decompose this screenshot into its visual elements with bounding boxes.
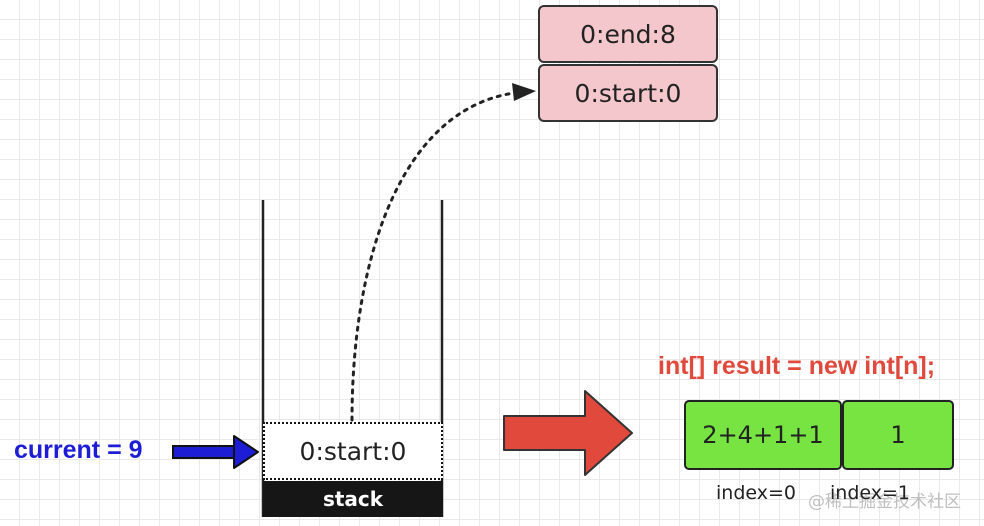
dotted-curve-arrow — [350, 91, 516, 422]
stack-label: stack — [263, 481, 443, 517]
log-end-entry: 0:end:8 — [538, 5, 718, 63]
stack-top-entry: 0:start:0 — [263, 422, 443, 480]
result-index-0: index=0 — [716, 482, 796, 504]
result-cell-1: 1 — [842, 400, 954, 470]
transform-arrow — [503, 390, 633, 476]
log-start-entry: 0:start:0 — [538, 64, 718, 122]
current-arrow — [172, 435, 259, 469]
dotted-arrow-head — [512, 83, 536, 101]
watermark: @稀土掘金技术社区 — [808, 492, 961, 512]
current-label: current = 9 — [14, 436, 143, 464]
result-cell-0: 2+4+1+1 — [684, 400, 842, 470]
result-index-1: index=1 — [830, 482, 910, 504]
result-declaration: int[] result = new int[n]; — [658, 352, 936, 380]
